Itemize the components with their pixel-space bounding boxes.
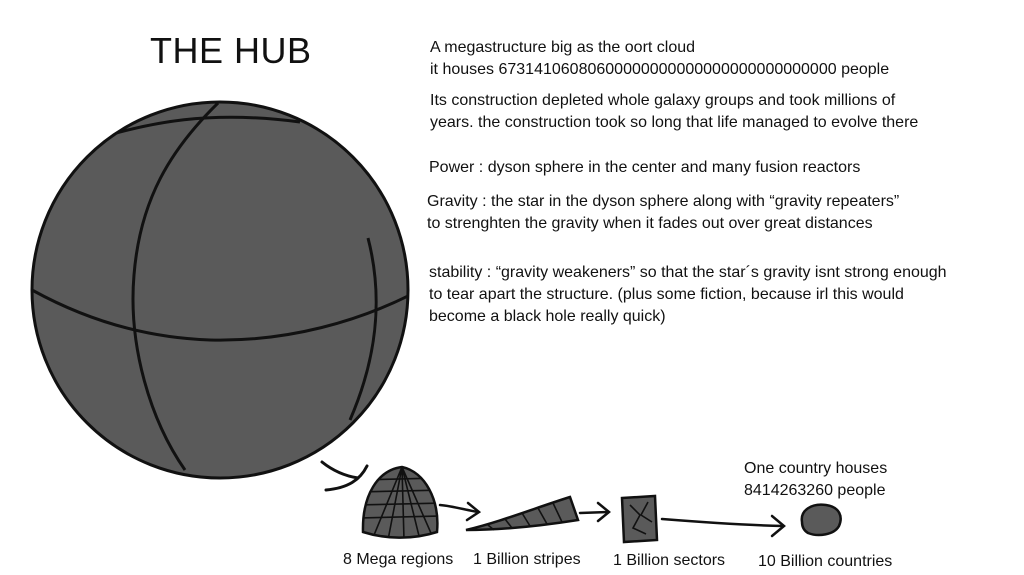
sector-shape (620, 494, 659, 544)
description-line-2: it houses 673141060806000000000000000000… (430, 61, 890, 78)
label-sectors: 1 Billion sectors (613, 552, 726, 569)
power-text: Power : dyson sphere in the center and m… (429, 159, 861, 176)
construction-block: Its construction depleted whole galaxy g… (430, 90, 918, 134)
construction-line-1: Its construction depleted whole galaxy g… (430, 92, 896, 109)
stability-line-3: become a black hole really quick) (429, 308, 666, 325)
gravity-line-1: Gravity : the star in the dyson sphere a… (427, 193, 900, 210)
label-mega-regions: 8 Mega regions (343, 551, 454, 568)
gravity-block: Gravity : the star in the dyson sphere a… (427, 191, 899, 235)
country-shape (800, 503, 842, 537)
arrow-region-to-stripe (438, 501, 482, 522)
gravity-line-2: to strenghten the gravity when it fades … (427, 215, 873, 232)
arrow-sphere-to-region (320, 460, 369, 492)
stability-line-2: to tear apart the structure. (plus some … (429, 286, 904, 303)
stability-line-1: stability : “gravity weakeners” so that … (429, 264, 947, 281)
stripe-shape (465, 495, 580, 532)
country-note-line-1: One country houses (744, 460, 888, 477)
description-line-1: A megastructure big as the oort cloud (430, 39, 696, 56)
hub-sphere-seams (32, 102, 408, 471)
hub-sphere-body (30, 100, 410, 480)
label-countries: 10 Billion countries (758, 553, 893, 570)
page-title: THE HUB (150, 30, 312, 71)
construction-line-2: years. the construction took so long tha… (430, 114, 919, 131)
label-stripes: 1 Billion stripes (473, 551, 581, 568)
sphere-seam-equator (32, 288, 408, 342)
description-block: A megastructure big as the oort cloud it… (430, 37, 889, 81)
hub-sphere (30, 100, 410, 480)
stability-block: stability : “gravity weakeners” so that … (429, 262, 947, 328)
country-note-line-2: 8414263260 people (744, 482, 886, 499)
mega-region-shape (361, 465, 439, 539)
country-note: One country houses 8414263260 people (744, 458, 887, 502)
arrow-sector-to-country (660, 514, 786, 538)
arrow-stripe-to-sector (578, 501, 611, 523)
sphere-seam-vertical (131, 102, 220, 471)
sphere-seam-right (348, 237, 378, 421)
